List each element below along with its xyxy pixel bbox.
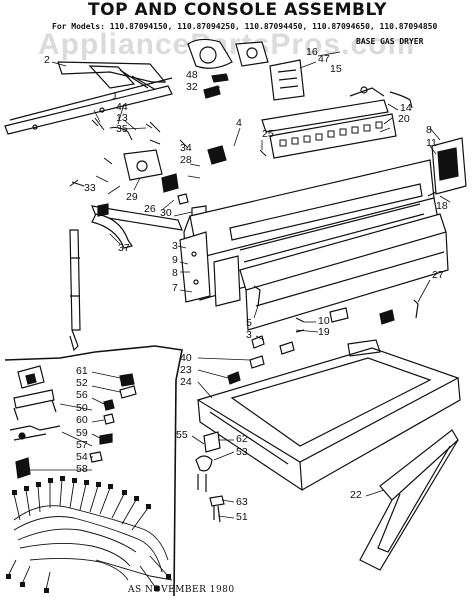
part-label: 62 — [236, 433, 248, 445]
part-label: 11 — [426, 137, 437, 149]
end-cap — [427, 137, 467, 197]
part-label: 15 — [330, 63, 342, 75]
part-label: 44 — [116, 101, 128, 113]
part-label: 3 — [246, 329, 252, 341]
screw-27 — [413, 299, 419, 319]
harness-inset — [4, 345, 183, 597]
part-label: 47 — [318, 53, 330, 65]
part-label: 34 — [180, 142, 192, 154]
part-label: 19 — [318, 326, 330, 338]
part-label: 33 — [84, 182, 96, 194]
part-label: 18 — [436, 200, 448, 212]
part-label: 23 — [180, 364, 192, 376]
part-label: 5 — [246, 317, 252, 329]
part-label: 35 — [116, 123, 128, 135]
part-label: 9 — [172, 254, 178, 266]
console-panel — [179, 159, 441, 307]
rear-bracket-part — [4, 61, 173, 135]
part-label: 48 — [186, 69, 198, 81]
part-label: 59 — [76, 427, 88, 439]
part-label: 8 — [426, 124, 432, 136]
part-label: 55 — [176, 429, 188, 441]
switch-strip — [261, 86, 397, 159]
part-label: 58 — [76, 463, 88, 475]
harness-parts — [195, 431, 225, 523]
part-label: 2 — [44, 54, 50, 66]
control-bits — [123, 145, 227, 217]
part-label: 37 — [118, 242, 130, 254]
part-label: 25 — [262, 128, 274, 140]
part-label: 54 — [76, 451, 88, 463]
part-label: 56 — [76, 389, 88, 401]
part-label: 52 — [76, 377, 88, 389]
part-label: 14 — [400, 102, 412, 114]
top-panel — [196, 339, 461, 492]
console-support — [69, 203, 183, 352]
part-label: 32 — [186, 81, 198, 93]
screws — [69, 117, 267, 187]
parts-40-23 — [227, 355, 265, 385]
leader-lines — [30, 51, 451, 519]
part-label: 10 — [318, 315, 330, 327]
part-label: 29 — [126, 191, 138, 203]
timer-cluster — [187, 38, 305, 101]
part-label: 40 — [180, 352, 192, 364]
lower-console — [239, 213, 449, 331]
part-label: 53 — [236, 446, 248, 458]
part-label: 26 — [144, 203, 156, 215]
model-list: For Models: 110.87094150, 110.87094250, … — [52, 22, 438, 31]
diagram-title: TOP AND CONSOLE ASSEMBLY — [88, 0, 387, 20]
part-label: 16 — [306, 46, 318, 58]
part-label: 61 — [76, 365, 88, 377]
part-label: 3 — [172, 240, 178, 252]
part-label: 8 — [172, 267, 178, 279]
part-label: 22 — [350, 489, 362, 501]
part-label: 27 — [432, 269, 444, 281]
bracket-22 — [359, 429, 459, 571]
revision-date: AS NOVEMBER 1980 — [128, 585, 235, 595]
part-label: 57 — [76, 439, 88, 451]
part-label: 1 — [112, 90, 118, 102]
part-label: 30 — [160, 207, 172, 219]
part-label: 50 — [76, 402, 88, 414]
part-label: 7 — [172, 282, 178, 294]
product-type: BASE GAS DRYER — [356, 37, 424, 46]
part-label: 4 — [236, 117, 242, 129]
part-label: 51 — [236, 511, 248, 523]
part-label: 28 — [180, 154, 192, 166]
part-label: 13 — [116, 112, 128, 124]
part-label: 24 — [180, 376, 192, 388]
part-label: 20 — [398, 113, 410, 125]
part-label: 63 — [236, 496, 248, 508]
wire-14 — [389, 91, 413, 109]
small-parts-3-5 — [251, 285, 305, 355]
part-label: 60 — [76, 414, 88, 426]
